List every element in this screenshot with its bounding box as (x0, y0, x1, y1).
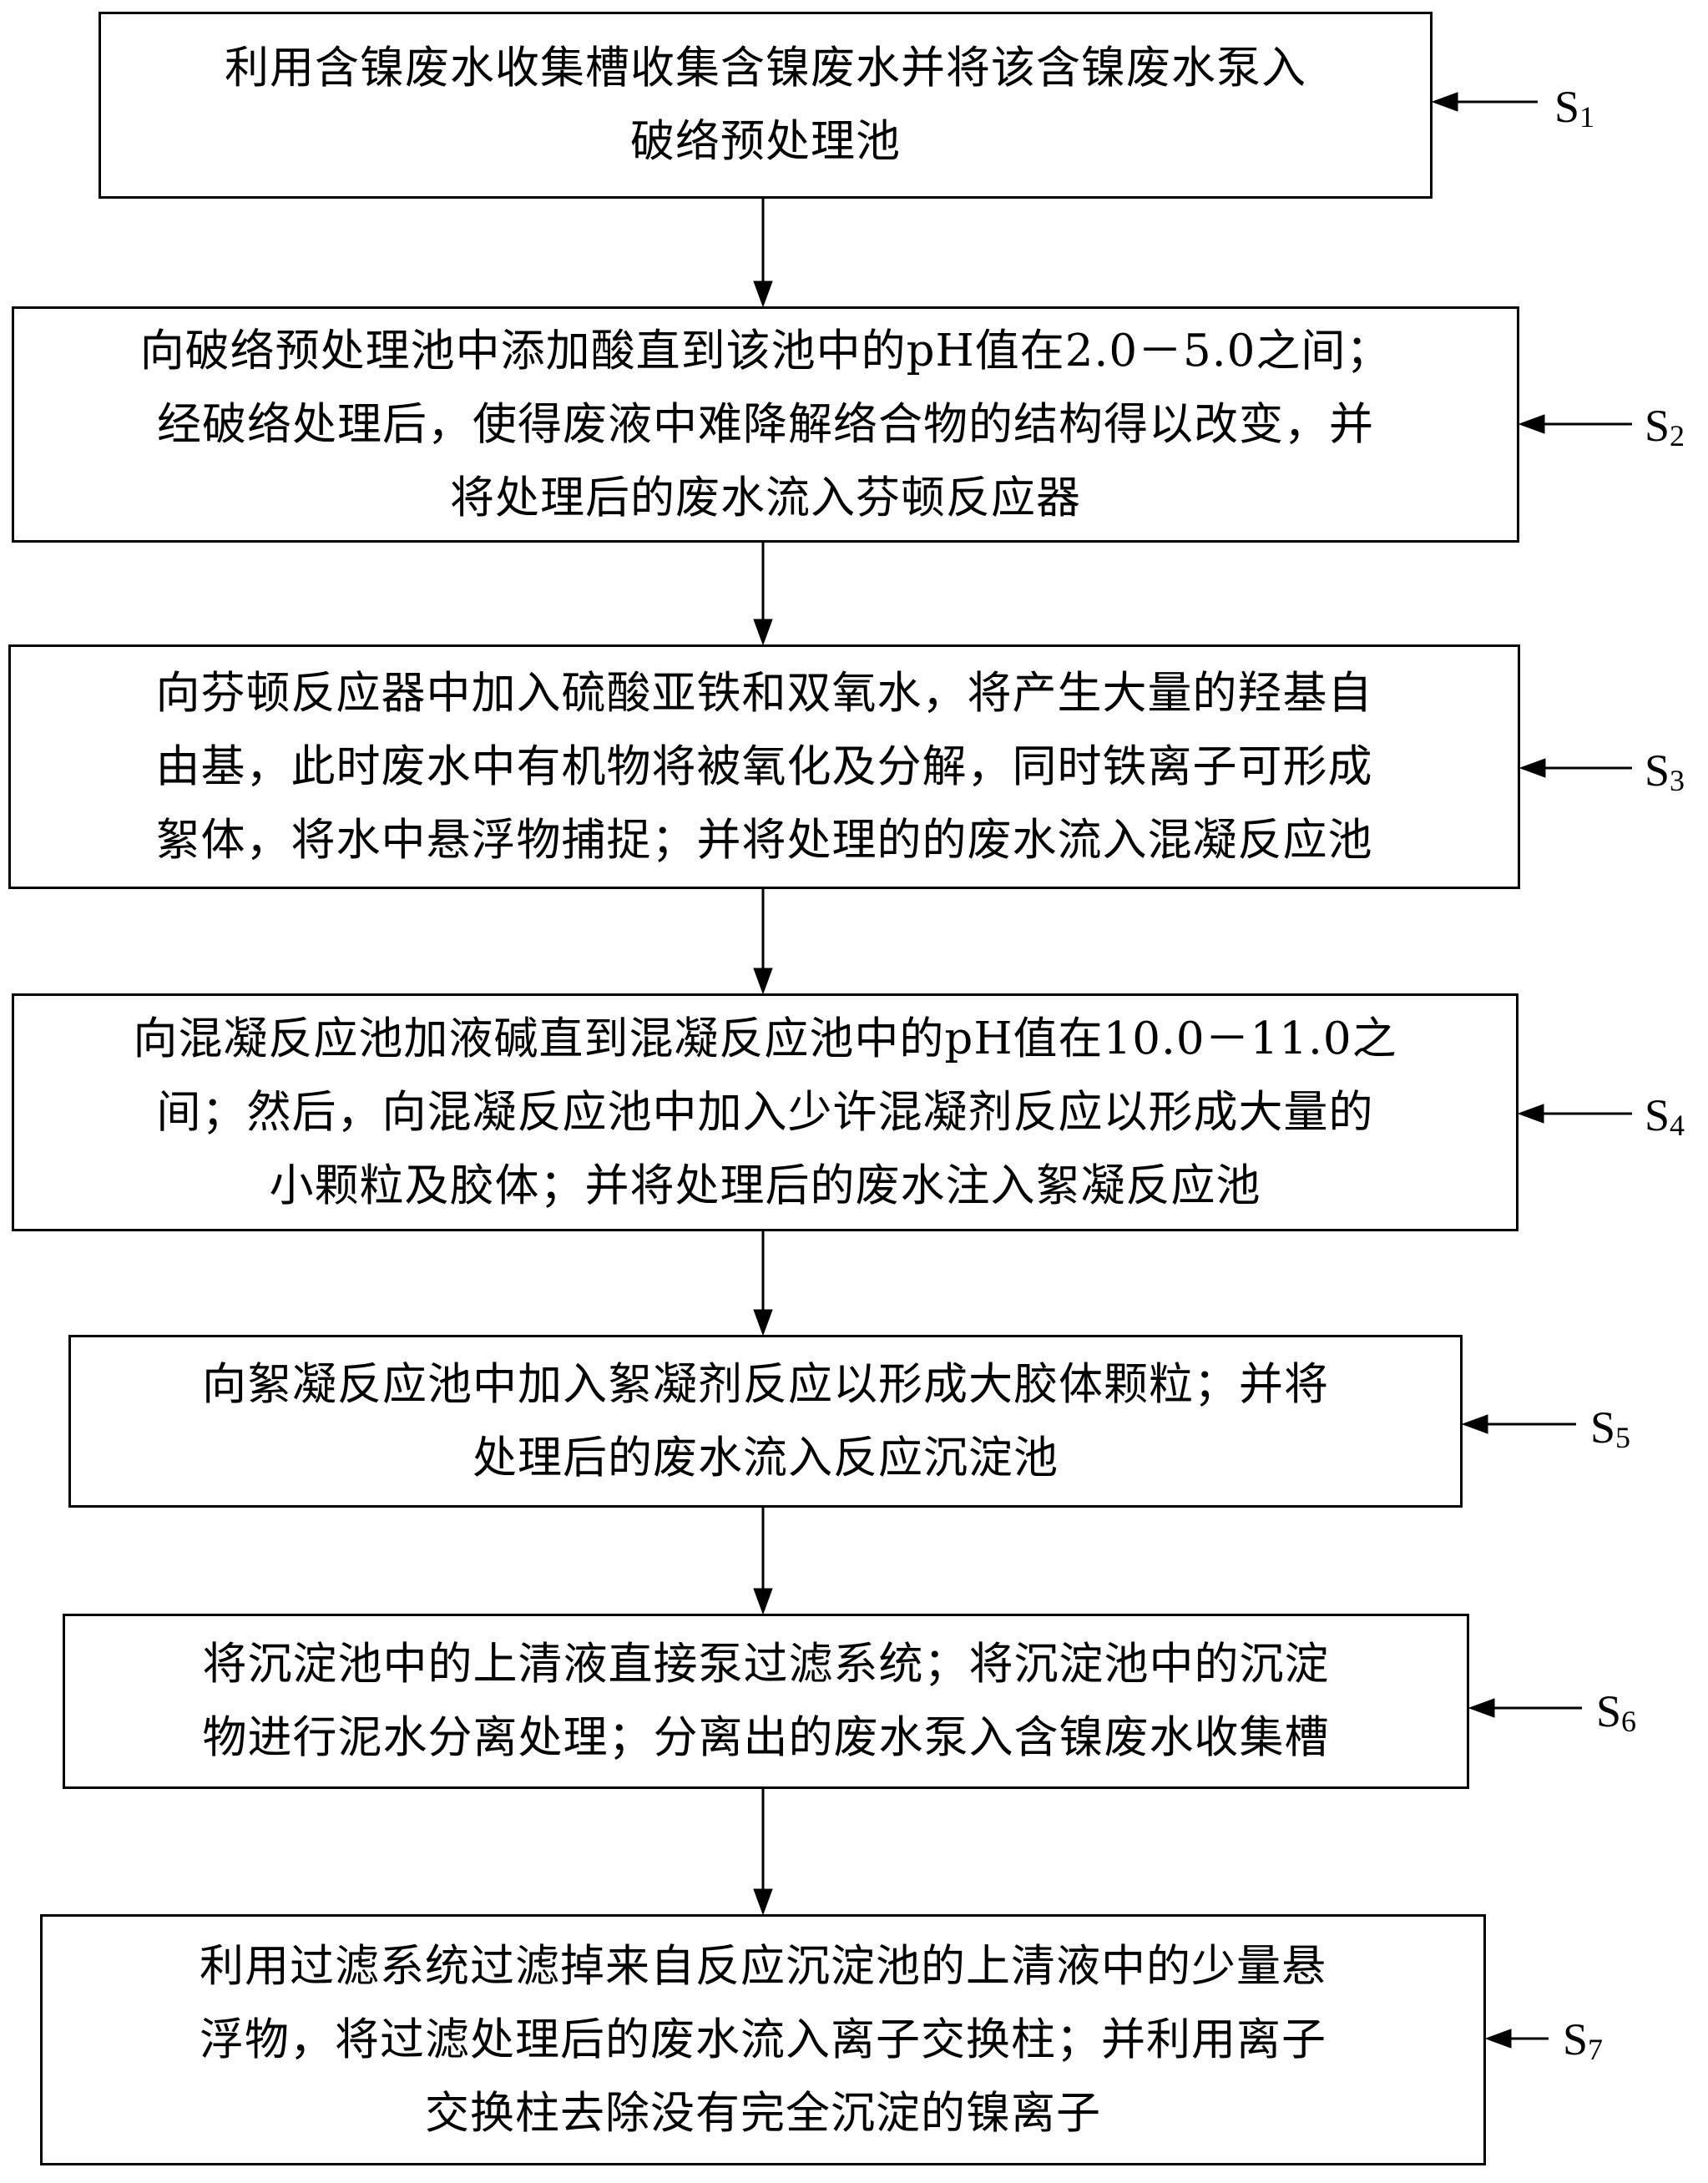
arrow-head (753, 619, 773, 646)
step-label-number: 1 (1579, 100, 1595, 134)
step-text-line: 物进行泥水分离处理；分离出的废水泵入含镍废水收集槽 (202, 1712, 1330, 1763)
step-text-line: 小颗粒及胶体；并将处理后的废水注入絮凝反应池 (269, 1160, 1261, 1211)
step-label-s4: S4 (1645, 1090, 1685, 1150)
arrow-head (1461, 1414, 1488, 1434)
step-label-prefix: S (1596, 1686, 1622, 1736)
step-box-s3: 向芬顿反应器中加入硫酸亚铁和双氧水，将产生大量的羟基自 由基，此时废水中有机物将… (8, 644, 1520, 889)
step-text-line: 浮物，将过滤处理后的废水流入离子交换柱；并利用离子 (200, 2014, 1326, 2065)
step-label-prefix: S (1590, 1402, 1616, 1453)
step-label-prefix: S (1645, 1090, 1670, 1140)
step-label-number: 6 (1621, 1705, 1637, 1738)
step-label-number: 7 (1588, 2033, 1604, 2066)
arrow-head (1431, 92, 1458, 112)
step-text-line: 间；然后，向混凝反应池中加入少许混凝剂反应以形成大量的 (156, 1086, 1374, 1138)
step-text-line: 向芬顿反应器中加入硫酸亚铁和双氧水，将产生大量的羟基自 (155, 667, 1373, 719)
arrow-head (1518, 414, 1545, 434)
step-text-line: 经破络处理后，使得废液中难降解络合物的结构得以改变，并 (157, 398, 1374, 450)
step-text-line: 破络预处理池 (630, 116, 901, 167)
step-text-line: 向絮凝反应池中加入絮凝剂反应以形成大胶体颗粒；并将 (202, 1358, 1329, 1410)
step-box-s4: 向混凝反应池加液碱直到混凝反应池中的pH值在10.0－11.0之 间；然后，向混… (12, 993, 1519, 1231)
step-text-line: 将沉淀池中的上清液直接泵过滤系统；将沉淀池中的沉淀 (202, 1639, 1330, 1690)
arrow-head (753, 1588, 773, 1615)
step-text-line: 向破络预处理池中添加酸直到该池中的pH值在2.0－5.0之间； (139, 325, 1392, 376)
arrow-head (1484, 2029, 1512, 2049)
step-text-line: 交换柱去除没有完全沉淀的镍离子 (425, 2087, 1101, 2139)
arrow-head (753, 1309, 773, 1337)
step-label-s3: S3 (1645, 745, 1685, 806)
step-label-s7: S7 (1563, 2014, 1603, 2074)
step-box-s6: 将沉淀池中的上清液直接泵过滤系统；将沉淀池中的沉淀 物进行泥水分离处理；分离出的… (63, 1614, 1469, 1789)
step-label-s6: S6 (1596, 1686, 1636, 1746)
step-label-number: 5 (1615, 1421, 1631, 1454)
step-label-prefix: S (1563, 2014, 1589, 2064)
step-box-s1: 利用含镍废水收集槽收集含镍废水并将该含镍废水泵入 破络预处理池 (99, 12, 1433, 199)
step-box-s5: 向絮凝反应池中加入絮凝剂反应以形成大胶体颗粒；并将 处理后的废水流入反应沉淀池 (68, 1335, 1463, 1508)
step-label-number: 3 (1670, 764, 1685, 797)
step-text-line: 絮体，将水中悬浮物捕捉；并将处理的的废水流入混凝反应池 (155, 814, 1373, 866)
step-label-s2: S2 (1645, 401, 1685, 461)
step-text-line: 将处理后的废水流入芬顿反应器 (450, 472, 1081, 523)
step-label-number: 2 (1670, 419, 1685, 452)
step-box-s7: 利用过滤系统过滤掉来自反应沉淀池的上清液中的少量悬 浮物，将过滤处理后的废水流入… (40, 1914, 1486, 2165)
step-label-prefix: S (1554, 82, 1580, 132)
step-text-line: 利用过滤系统过滤掉来自反应沉淀池的上清液中的少量悬 (200, 1940, 1326, 1992)
step-label-prefix: S (1645, 401, 1670, 451)
arrow-head (1517, 1104, 1544, 1124)
step-text-line: 由基，此时废水中有机物将被氧化及分解，同时铁离子可形成 (155, 740, 1373, 792)
step-box-s2: 向破络预处理池中添加酸直到该池中的pH值在2.0－5.0之间； 经破络处理后，使… (12, 306, 1519, 543)
step-text-line: 处理后的废水流入反应沉淀池 (472, 1432, 1059, 1483)
step-text-line: 利用含镍废水收集槽收集含镍废水并将该含镍废水泵入 (225, 43, 1306, 93)
arrow-head (753, 1888, 773, 1916)
arrow-head (1519, 758, 1546, 778)
arrow-head (1468, 1698, 1495, 1718)
arrow-head (753, 280, 773, 308)
step-text-line: 向混凝反应池加液碱直到混凝反应池中的pH值在10.0－11.0之 (133, 1013, 1397, 1064)
step-label-s5: S5 (1590, 1402, 1630, 1463)
step-label-number: 4 (1670, 1109, 1685, 1142)
step-label-s1: S1 (1554, 82, 1594, 142)
arrow-head (753, 968, 773, 995)
step-label-prefix: S (1645, 745, 1670, 796)
